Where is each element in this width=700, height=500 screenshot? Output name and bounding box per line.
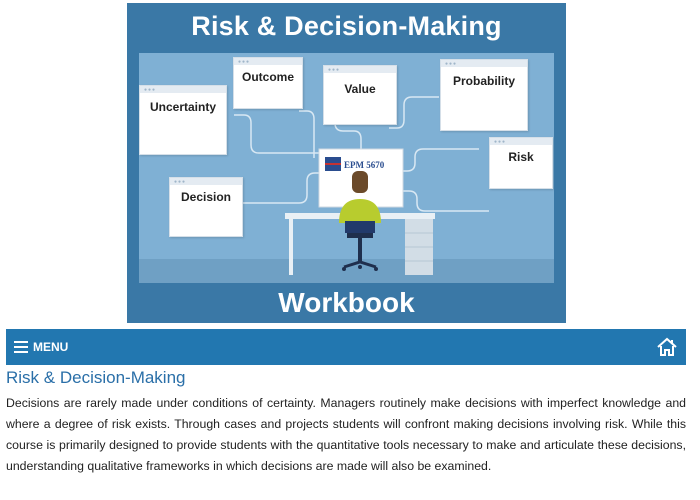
card-outcome-label: Outcome (241, 70, 294, 84)
card-probability: ●●● Probability (440, 59, 528, 131)
card-decision-label: Decision (180, 190, 231, 204)
card-uncertainty: ●●● Uncertainty (139, 85, 227, 155)
banner-title: Risk & Decision-Making (191, 11, 502, 41)
card-value: ●●● Value (323, 65, 397, 125)
page-description: Decisions are rarely made under conditio… (6, 396, 686, 473)
person-pants (345, 221, 375, 233)
home-icon (657, 337, 677, 356)
desk-leg-left (289, 219, 293, 275)
monitor-text: EPM 5670 (344, 160, 385, 170)
menu-bar: MENU (6, 329, 686, 365)
person-shirt (339, 199, 381, 223)
menu-button[interactable]: MENU (14, 338, 68, 356)
menu-label: MENU (33, 340, 69, 354)
banner-floor (139, 259, 554, 283)
hamburger-icon (14, 341, 28, 353)
card-value-label: Value (344, 82, 376, 96)
card-uncertainty-label: Uncertainty (149, 100, 217, 114)
card-risk-label: Risk (508, 150, 534, 164)
home-button[interactable] (656, 337, 678, 357)
course-banner-image: Risk & Decision-Making ●●● Outcome ●●● V… (127, 3, 566, 323)
card-risk: ●●● Risk (489, 137, 553, 189)
banner-illustration: ●●● Outcome ●●● Value ●●● Probability ●●… (139, 53, 554, 283)
banner-subtitle: Workbook (278, 287, 415, 318)
card-decision: ●●● Decision (169, 177, 243, 237)
card-outcome: ●●● Outcome (233, 57, 303, 109)
desk-scene: EPM 5670 (285, 148, 435, 275)
card-probability-label: Probability (452, 74, 515, 88)
person-head (352, 171, 368, 193)
page-title: Risk & Decision-Making (6, 368, 186, 387)
